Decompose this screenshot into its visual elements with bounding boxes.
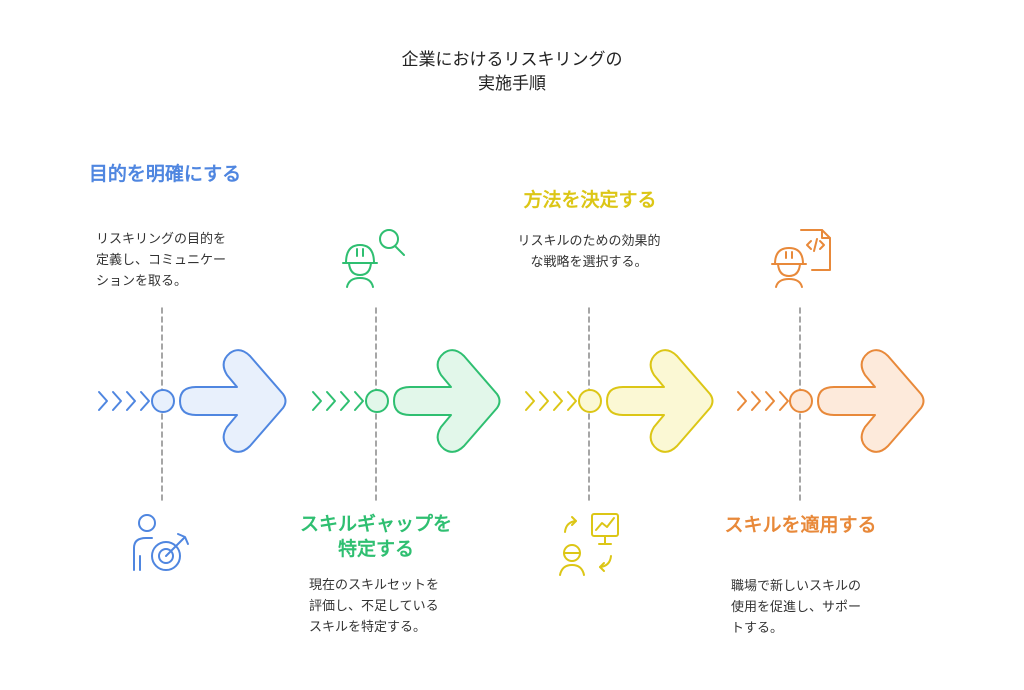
step-4-chevrons-icon: [737, 391, 789, 411]
worker-search-icon: [342, 229, 405, 288]
step-1-heading: 目的を明確にする: [88, 163, 242, 185]
title-line-2: 実施手順: [478, 74, 546, 94]
step-1-timeline: [98, 307, 287, 501]
step-3-node: [578, 389, 602, 413]
step-2-timeline: [312, 307, 501, 501]
step-3-heading: 方法を決定する: [523, 189, 657, 211]
step-4-timeline: [737, 307, 925, 501]
step-3-description: リスキルのための効果的な戦略を選択する。: [517, 234, 661, 270]
step-3-arrow: [606, 349, 714, 453]
worker-code-document-icon: [771, 229, 831, 288]
person-chart-cycle-icon: [559, 513, 619, 576]
step-3-timeline: [525, 307, 714, 501]
step-2-arrow: [393, 349, 501, 453]
step-4-node: [789, 389, 813, 413]
step-2-heading: スキルギャップを特定する: [299, 513, 452, 560]
step-1-arrow: [179, 349, 287, 453]
person-target-icon: [133, 514, 189, 571]
step-4-description: 職場で新しいスキルの使用を促進し、サポートする。: [731, 579, 862, 636]
title-line-1: 企業におけるリスキリングの: [401, 50, 623, 70]
step-3-chevrons-icon: [525, 391, 577, 411]
step-4-heading: スキルを適用する: [724, 514, 877, 536]
step-2-description: 現在のスキルセットを評価し、不足しているスキルを特定する。: [309, 578, 440, 635]
step-2-chevrons-icon: [312, 391, 364, 411]
step-1-node: [151, 389, 175, 413]
step-4-arrow: [817, 349, 925, 453]
step-2-node: [365, 389, 389, 413]
diagram-title: 企業におけるリスキリングの 実施手順: [312, 48, 712, 96]
step-1-chevrons-icon: [98, 391, 150, 411]
step-1-description: リスキリングの目的を定義し、コミュニケーションを取る。: [96, 232, 227, 289]
